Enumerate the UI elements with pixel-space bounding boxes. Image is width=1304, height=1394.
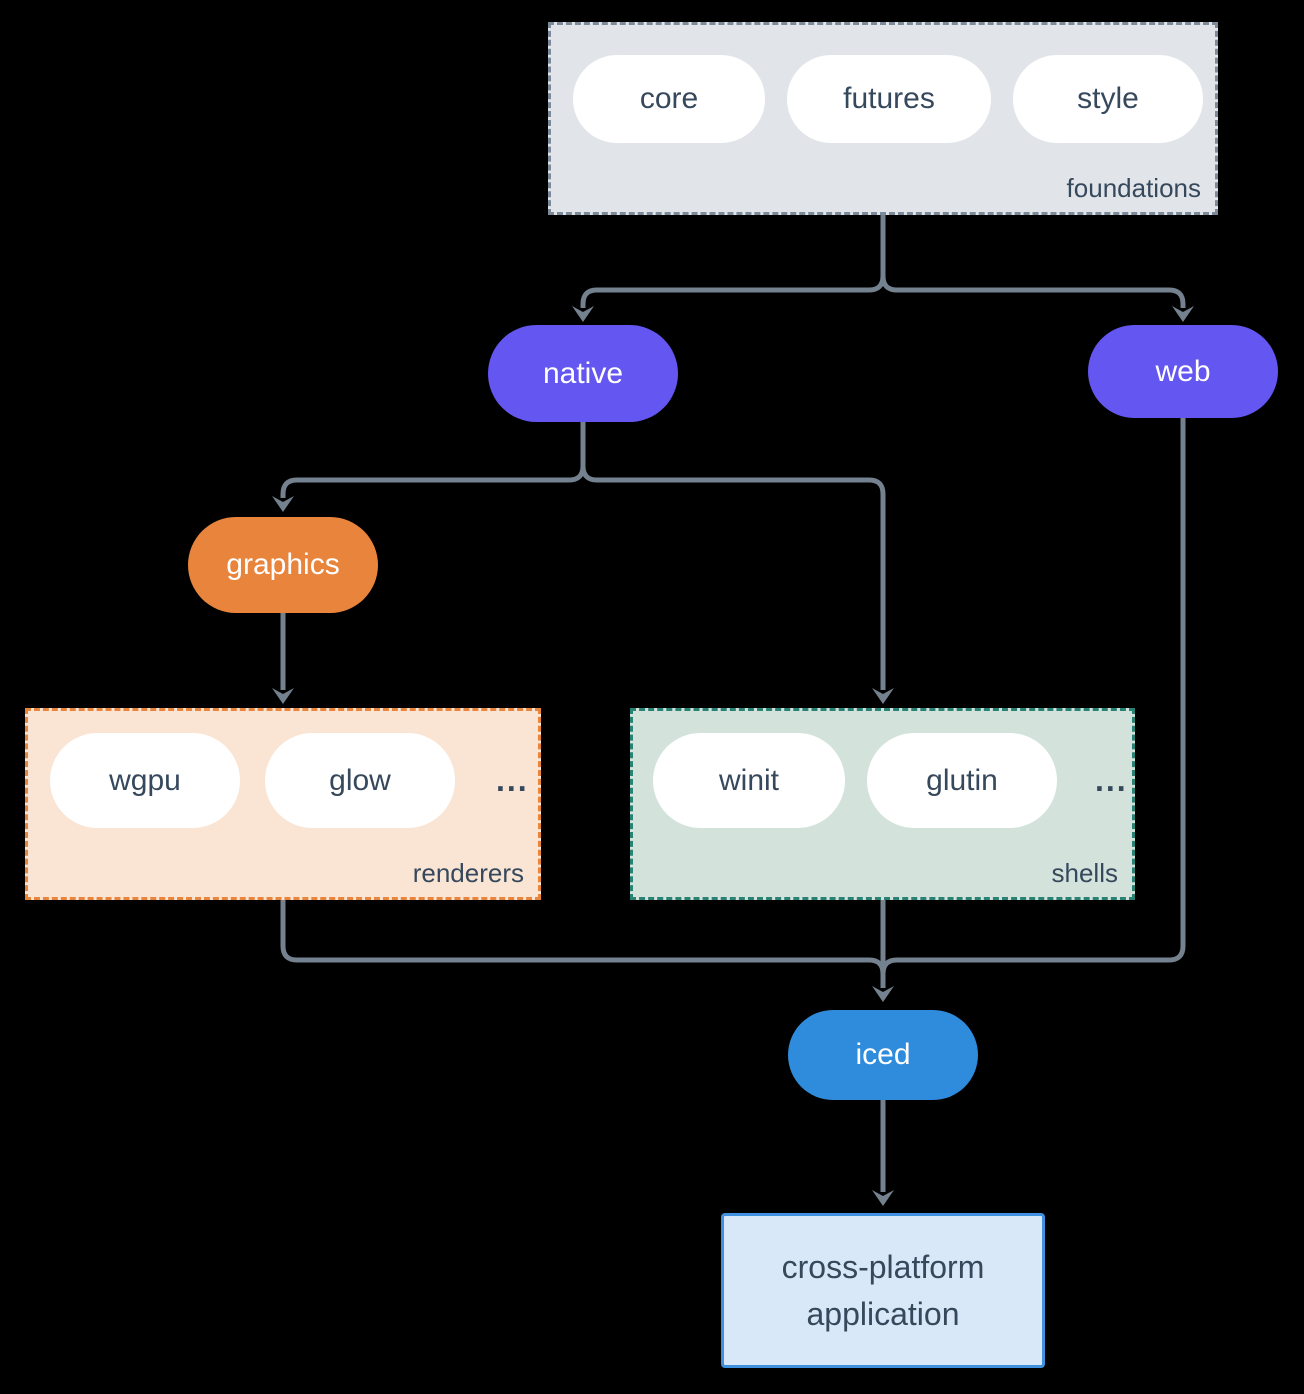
application-line1: cross-platform bbox=[781, 1249, 985, 1286]
arrowhead-renderers bbox=[272, 688, 294, 704]
edge-renderers-iced bbox=[280, 900, 886, 975]
node-winit: winit bbox=[653, 733, 845, 828]
application-line2: application bbox=[806, 1295, 960, 1332]
arrowhead-application bbox=[872, 1190, 894, 1206]
arrowhead-shells bbox=[872, 688, 894, 704]
group-renderers: wgpu glow ... renderers bbox=[25, 708, 541, 900]
edge-native-graphics bbox=[280, 422, 586, 498]
renderers-pills: wgpu glow ... bbox=[50, 733, 538, 828]
node-graphics: graphics bbox=[188, 517, 378, 613]
arrowhead-web bbox=[1172, 306, 1194, 322]
group-shells: winit glutin ... shells bbox=[630, 708, 1135, 900]
shells-ellipsis: ... bbox=[1095, 762, 1128, 798]
renderers-ellipsis: ... bbox=[496, 762, 529, 798]
node-futures: futures bbox=[787, 55, 991, 143]
renderers-label: renderers bbox=[412, 858, 524, 888]
node-cross-platform-application: cross-platform application bbox=[721, 1213, 1045, 1368]
node-web: web bbox=[1088, 325, 1278, 418]
arrowhead-graphics bbox=[272, 496, 294, 512]
node-glow: glow bbox=[265, 733, 455, 828]
shells-label: shells bbox=[1051, 858, 1118, 888]
node-native: native bbox=[488, 325, 678, 422]
edge-foundations-native bbox=[580, 215, 886, 308]
node-core: core bbox=[573, 55, 765, 143]
foundations-pills: core futures style bbox=[573, 55, 1215, 143]
node-wgpu: wgpu bbox=[50, 733, 240, 828]
node-iced: iced bbox=[788, 1010, 978, 1100]
foundations-label: foundations bbox=[1066, 173, 1201, 203]
node-style: style bbox=[1013, 55, 1203, 143]
arrowhead-iced bbox=[872, 986, 894, 1002]
shells-pills: winit glutin ... bbox=[653, 733, 1132, 828]
group-foundations: core futures style foundations bbox=[548, 22, 1218, 215]
arrowhead-native bbox=[572, 306, 594, 322]
node-glutin: glutin bbox=[867, 733, 1057, 828]
edge-native-shells bbox=[580, 465, 886, 690]
edge-foundations-web bbox=[880, 275, 1186, 308]
